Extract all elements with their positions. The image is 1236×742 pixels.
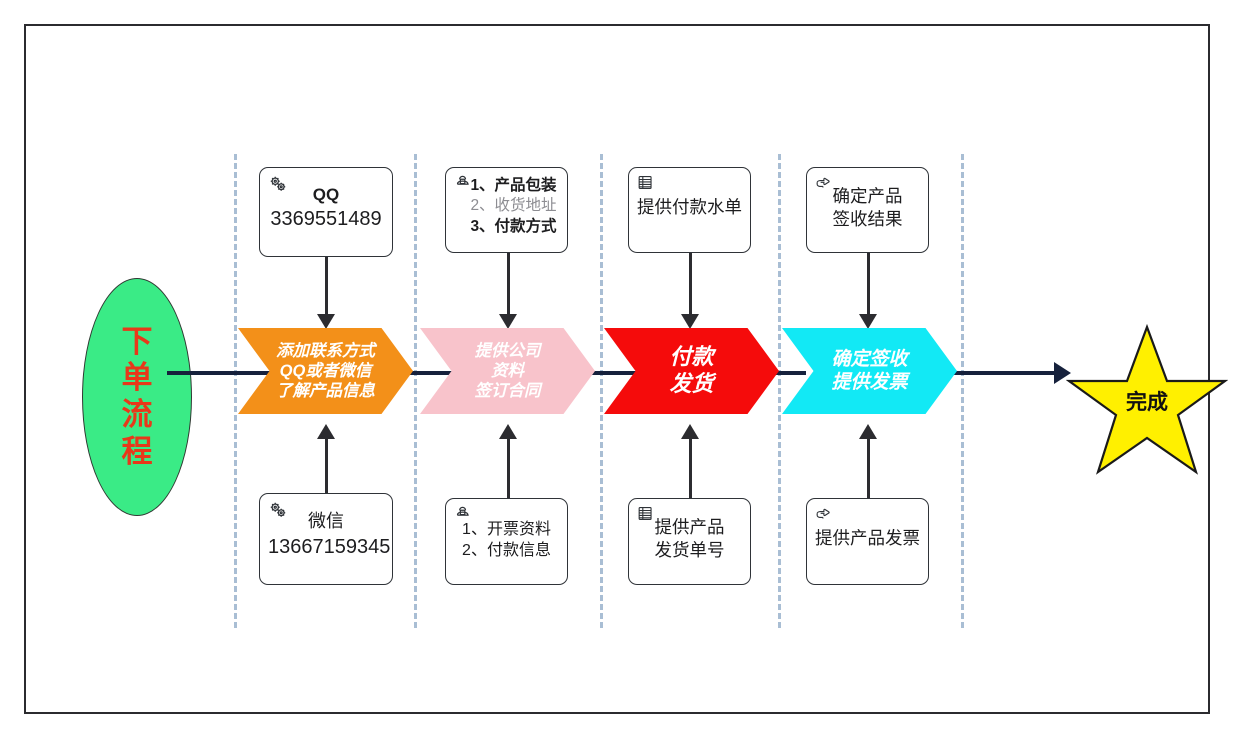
note-line: QQ <box>312 185 340 204</box>
spine-segment-2-3 <box>561 371 641 375</box>
gears-icon <box>267 173 289 195</box>
note-line: 3369551489 <box>270 208 382 231</box>
note-line: 2、付款信息 <box>462 542 551 560</box>
gears-icon <box>267 499 289 521</box>
lane-separator-3 <box>600 154 603 628</box>
connector-stage-3-top-arrowhead <box>681 314 699 329</box>
connector-stage-2-top-arrowhead <box>499 314 517 329</box>
stage-3-line: 付款 <box>669 344 714 370</box>
connector-stage-2-top <box>507 253 510 319</box>
note-line: 确定产品 <box>832 186 903 206</box>
connector-stage-4-top-arrowhead <box>859 314 877 329</box>
stage-1-line: 了解产品信息 <box>276 382 375 401</box>
connector-stage-3-bottom <box>689 431 692 498</box>
document-list-icon <box>636 173 658 195</box>
end-node[interactable]: 完成 <box>1065 323 1229 478</box>
note-line: 1、开票资料 <box>462 521 551 538</box>
connector-stage-3-bottom-arrowhead <box>681 424 699 439</box>
lane-separator-2 <box>414 154 417 628</box>
document-list-icon <box>636 504 658 526</box>
note-stage-2-bottom-body: 1、开票资料 2、付款信息 <box>454 519 559 561</box>
connector-stage-1-bottom <box>325 431 328 493</box>
note-stage-4-top[interactable]: 确定产品 签收结果 <box>806 167 929 253</box>
spine-segment-end <box>926 371 1056 375</box>
note-stage-3-top-body: 提供付款水单 <box>637 196 742 219</box>
connector-stage-4-bottom <box>867 431 870 498</box>
lane-separator-5 <box>961 154 964 628</box>
connector-stage-4-top <box>867 253 870 319</box>
note-stage-3-top[interactable]: 提供付款水单 <box>628 167 751 253</box>
stage-4-process[interactable]: 确定签收 提供发票 <box>782 328 957 414</box>
note-stage-4-top-body: 确定产品 签收结果 <box>815 185 920 231</box>
note-stage-1-top[interactable]: QQ 3369551489 <box>259 167 393 257</box>
spine-segment-1-2 <box>376 371 460 375</box>
stage-4-line: 确定签收 <box>831 348 908 370</box>
stage-2-line: 资料 <box>491 361 524 380</box>
connector-stage-2-bottom-arrowhead <box>499 424 517 439</box>
person-icon <box>453 504 475 526</box>
note-line: 1、产品包装 <box>470 177 557 194</box>
stage-2-line: 签订合同 <box>474 382 541 401</box>
stage-4-line: 提供发票 <box>831 372 908 393</box>
note-line: 微信 <box>308 511 344 531</box>
note-stage-1-bottom-body: 微信 13667159345 <box>268 510 391 560</box>
start-node-label: 下单流程 <box>121 323 153 469</box>
start-node[interactable]: 下单流程 <box>82 278 192 516</box>
note-line: 提供产品发票 <box>815 528 920 548</box>
spine-segment-start <box>167 371 271 375</box>
connector-stage-2-bottom <box>507 431 510 498</box>
end-node-label: 完成 <box>1126 391 1168 414</box>
note-stage-2-bottom[interactable]: 1、开票资料 2、付款信息 <box>445 498 568 585</box>
note-line: 13667159345 <box>268 535 391 558</box>
connector-stage-1-top <box>325 257 328 319</box>
pointing-hand-icon <box>814 504 836 526</box>
stage-3-line: 发货 <box>669 371 714 396</box>
note-stage-4-bottom[interactable]: 提供产品发票 <box>806 498 929 585</box>
person-icon <box>453 173 475 195</box>
note-line: 3、付款方式 <box>470 217 557 235</box>
note-stage-2-top-body: 1、产品包装 2、收货地址 3、付款方式 <box>454 176 559 237</box>
star-shape <box>1065 323 1229 475</box>
connector-stage-3-top <box>689 253 692 319</box>
note-line: 提供付款水单 <box>637 197 742 217</box>
note-line: 签收结果 <box>832 209 903 230</box>
note-stage-1-bottom[interactable]: 微信 13667159345 <box>259 493 393 585</box>
note-stage-1-top-body: QQ 3369551489 <box>268 184 384 233</box>
connector-stage-1-bottom-arrowhead <box>317 424 335 439</box>
connector-stage-4-bottom-arrowhead <box>859 424 877 439</box>
diagram-frame: 下单流程 QQ 3369551489 <box>24 24 1229 714</box>
note-stage-3-bottom-body: 提供产品 发货单号 <box>637 516 742 562</box>
note-stage-3-bottom[interactable]: 提供产品 发货单号 <box>628 498 751 585</box>
connector-stage-1-top-arrowhead <box>317 314 335 329</box>
lane-separator-1 <box>234 154 237 628</box>
note-line: 发货单号 <box>654 540 725 561</box>
stage-3-process[interactable]: 付款 发货 <box>604 328 779 414</box>
pointing-hand-icon <box>814 173 836 195</box>
note-line: 2、收货地址 <box>470 197 557 215</box>
stage-1-process[interactable]: 添加联系方式 QQ或者微信 了解产品信息 <box>238 328 413 414</box>
note-stage-2-top[interactable]: 1、产品包装 2、收货地址 3、付款方式 <box>445 167 568 253</box>
stage-2-line: 提供公司 <box>474 341 541 360</box>
stage-1-line: 添加联系方式 <box>276 341 375 360</box>
stage-1-line: QQ或者微信 <box>279 361 372 380</box>
note-line: 提供产品 <box>654 517 725 537</box>
note-stage-4-bottom-body: 提供产品发票 <box>815 527 920 550</box>
lane-separator-4 <box>778 154 781 628</box>
spine-end-arrowhead <box>1054 362 1071 384</box>
